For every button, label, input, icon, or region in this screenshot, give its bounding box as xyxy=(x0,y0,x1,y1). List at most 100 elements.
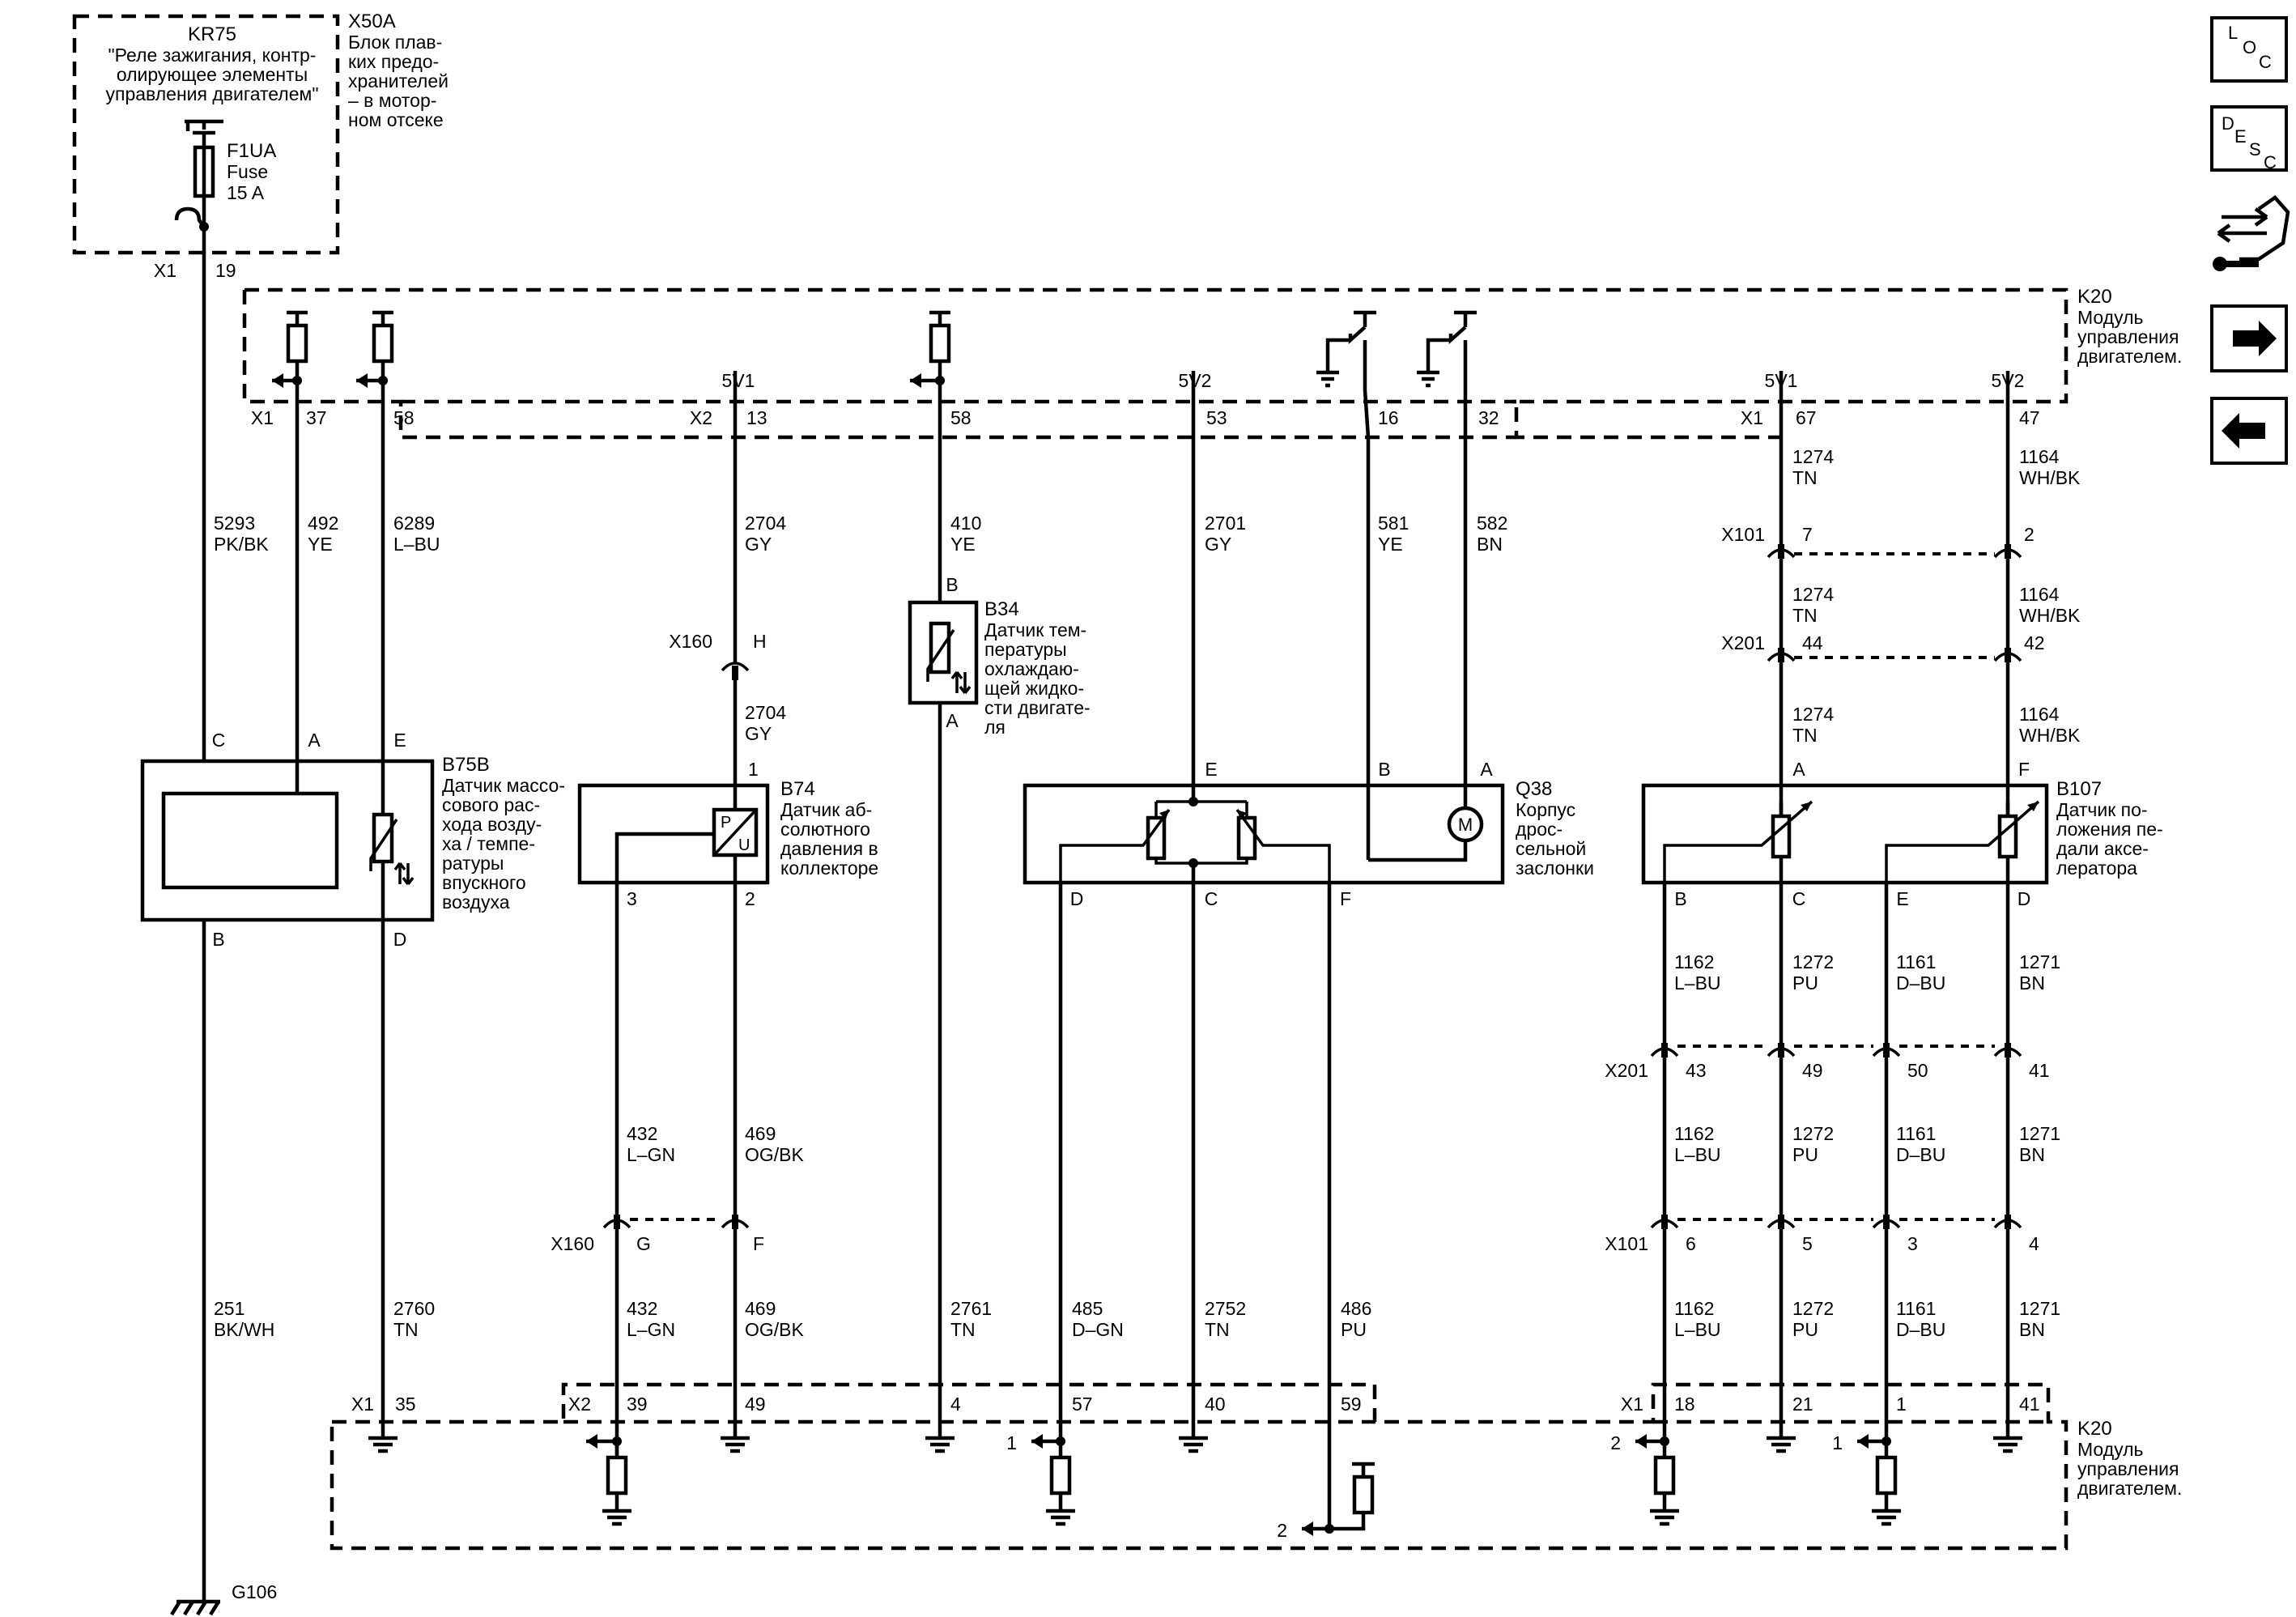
svg-text:заслонки: заслонки xyxy=(1516,857,1594,879)
svg-text:X2: X2 xyxy=(690,407,712,428)
throttle-body-q38: M E B A D C F Q38 Корпус дрос- сельной з… xyxy=(1023,759,1594,909)
svg-text:Датчик тем-: Датчик тем- xyxy=(984,619,1086,640)
motor-symbol: M xyxy=(1458,815,1473,835)
svg-text:Модуль: Модуль xyxy=(2077,1439,2144,1460)
svg-text:A: A xyxy=(1792,759,1805,780)
svg-text:L–BU: L–BU xyxy=(393,534,440,555)
svg-text:57: 57 xyxy=(1072,1394,1093,1415)
svg-text:582: 582 xyxy=(1477,513,1507,534)
svg-text:B: B xyxy=(1378,759,1390,780)
svg-text:42: 42 xyxy=(2024,632,2045,653)
svg-text:солютного: солютного xyxy=(780,819,870,840)
svg-text:управления: управления xyxy=(2077,1458,2179,1479)
svg-text:C: C xyxy=(1205,888,1218,909)
svg-text:D–BU: D–BU xyxy=(1896,1144,1945,1165)
b107-ref: B107 xyxy=(2056,778,2102,800)
desc-button[interactable]: D E S C xyxy=(2210,105,2288,172)
svg-text:35: 35 xyxy=(395,1394,416,1415)
svg-text:X201: X201 xyxy=(1605,1060,1648,1081)
svg-text:OG/BK: OG/BK xyxy=(745,1144,805,1165)
connector-x160-h: X160 H 2704 GY xyxy=(669,631,786,744)
svg-text:S: S xyxy=(2249,139,2261,160)
svg-text:P: P xyxy=(721,814,731,832)
svg-text:4: 4 xyxy=(950,1394,961,1415)
arrow-right-icon xyxy=(2233,321,2277,356)
svg-text:X2: X2 xyxy=(568,1394,591,1415)
svg-text:TN: TN xyxy=(393,1319,419,1340)
svg-text:коллекторе: коллекторе xyxy=(780,857,878,879)
pulldown-resistor-57: 1 xyxy=(1006,1432,1075,1526)
svg-text:486: 486 xyxy=(1341,1298,1371,1319)
svg-text:D–BU: D–BU xyxy=(1896,1319,1945,1340)
prev-page-button[interactable] xyxy=(2210,397,2288,465)
svg-text:41: 41 xyxy=(2029,1060,2050,1081)
svg-text:сового рас-: сового рас- xyxy=(442,794,540,815)
svg-text:49: 49 xyxy=(745,1394,766,1415)
svg-text:D: D xyxy=(2018,888,2031,909)
pulldown-resistor-39 xyxy=(586,1434,631,1526)
connector-wrench-button[interactable] xyxy=(2213,195,2290,271)
svg-text:251: 251 xyxy=(214,1298,244,1319)
pullup-resistor-58b xyxy=(910,310,951,388)
svg-text:67: 67 xyxy=(1796,407,1817,428)
connector-x160-gf: X160 G F xyxy=(551,1215,764,1254)
svg-text:53: 53 xyxy=(1206,407,1227,428)
svg-text:5V1: 5V1 xyxy=(722,370,755,391)
svg-text:2704: 2704 xyxy=(745,702,786,723)
svg-text:2: 2 xyxy=(745,888,755,909)
svg-text:щей жидко-: щей жидко- xyxy=(984,678,1084,699)
svg-text:TN: TN xyxy=(1792,605,1818,626)
fuse-block-ref: X50A xyxy=(348,11,396,32)
next-page-button[interactable] xyxy=(2210,304,2288,372)
svg-text:49: 49 xyxy=(1802,1060,1823,1081)
wire-labels-lower: 432 L–GN 469 OG/BK 251 BK/WH 2760 TN 432… xyxy=(214,1123,1371,1340)
svg-text:WH/BK: WH/BK xyxy=(2019,605,2081,626)
motor-driver-switch-16 xyxy=(1316,310,1376,438)
ecm-top-module: K20 Модуль управления двигателем. xyxy=(242,286,2182,440)
svg-text:39: 39 xyxy=(627,1394,648,1415)
svg-text:469: 469 xyxy=(745,1298,776,1319)
svg-text:ном отсеке: ном отсеке xyxy=(348,109,444,130)
svg-text:лератора: лератора xyxy=(2056,857,2137,879)
svg-text:ля: ля xyxy=(984,717,1006,738)
svg-text:18: 18 xyxy=(1674,1394,1695,1415)
svg-text:432: 432 xyxy=(627,1298,657,1319)
ground-g106: G106 xyxy=(170,1581,277,1616)
svg-text:двигателем.: двигателем. xyxy=(2077,1478,2182,1499)
loc-button[interactable]: L O C xyxy=(2210,16,2288,83)
svg-text:1271: 1271 xyxy=(2019,951,2060,972)
svg-text:YE: YE xyxy=(950,534,976,555)
svg-text:1: 1 xyxy=(1832,1432,1843,1453)
svg-text:хранителей: хранителей xyxy=(348,70,449,91)
svg-text:469: 469 xyxy=(745,1123,776,1144)
fuse-relay-box: KR75 "Реле зажигания, контр- олирующее э… xyxy=(72,11,449,281)
svg-text:58: 58 xyxy=(950,407,972,428)
ecm-ground-symbols xyxy=(368,1436,2022,1453)
svg-text:A: A xyxy=(308,730,321,751)
svg-text:7: 7 xyxy=(1802,524,1813,545)
b75b-ref: B75B xyxy=(442,754,490,776)
wires xyxy=(202,235,2010,1602)
g106-label: G106 xyxy=(232,1581,277,1602)
svg-text:1272: 1272 xyxy=(1792,1123,1834,1144)
svg-text:2761: 2761 xyxy=(950,1298,992,1319)
sensor-b75b: C A E B D B75B Датчик массо- сового рас-… xyxy=(140,730,565,950)
svg-text:GY: GY xyxy=(745,534,772,555)
wire-labels-top: 5293 PK/BK 492 YE 6289 L–BU 2704 GY 410 … xyxy=(214,446,2081,555)
ecm-top-ref: K20 xyxy=(2077,286,2112,308)
svg-text:F: F xyxy=(1340,888,1351,909)
svg-text:сти двигате-: сти двигате- xyxy=(984,697,1091,718)
svg-text:H: H xyxy=(753,631,767,652)
svg-text:13: 13 xyxy=(746,407,767,428)
sensor-b34: B A B34 Датчик тем- пературы охлаждаю- щ… xyxy=(908,574,1091,738)
svg-text:1162: 1162 xyxy=(1674,1298,1714,1319)
relay-desc: "Реле зажигания, контр- xyxy=(108,45,317,66)
svg-text:BN: BN xyxy=(2019,1144,2045,1165)
svg-text:21: 21 xyxy=(1792,1394,1813,1415)
svg-text:PU: PU xyxy=(1792,972,1818,994)
svg-text:2701: 2701 xyxy=(1205,513,1246,534)
pullup-resistor-37 xyxy=(272,310,308,388)
svg-text:1274: 1274 xyxy=(1792,584,1834,605)
svg-text:F: F xyxy=(2018,759,2030,780)
svg-text:58: 58 xyxy=(393,407,415,428)
